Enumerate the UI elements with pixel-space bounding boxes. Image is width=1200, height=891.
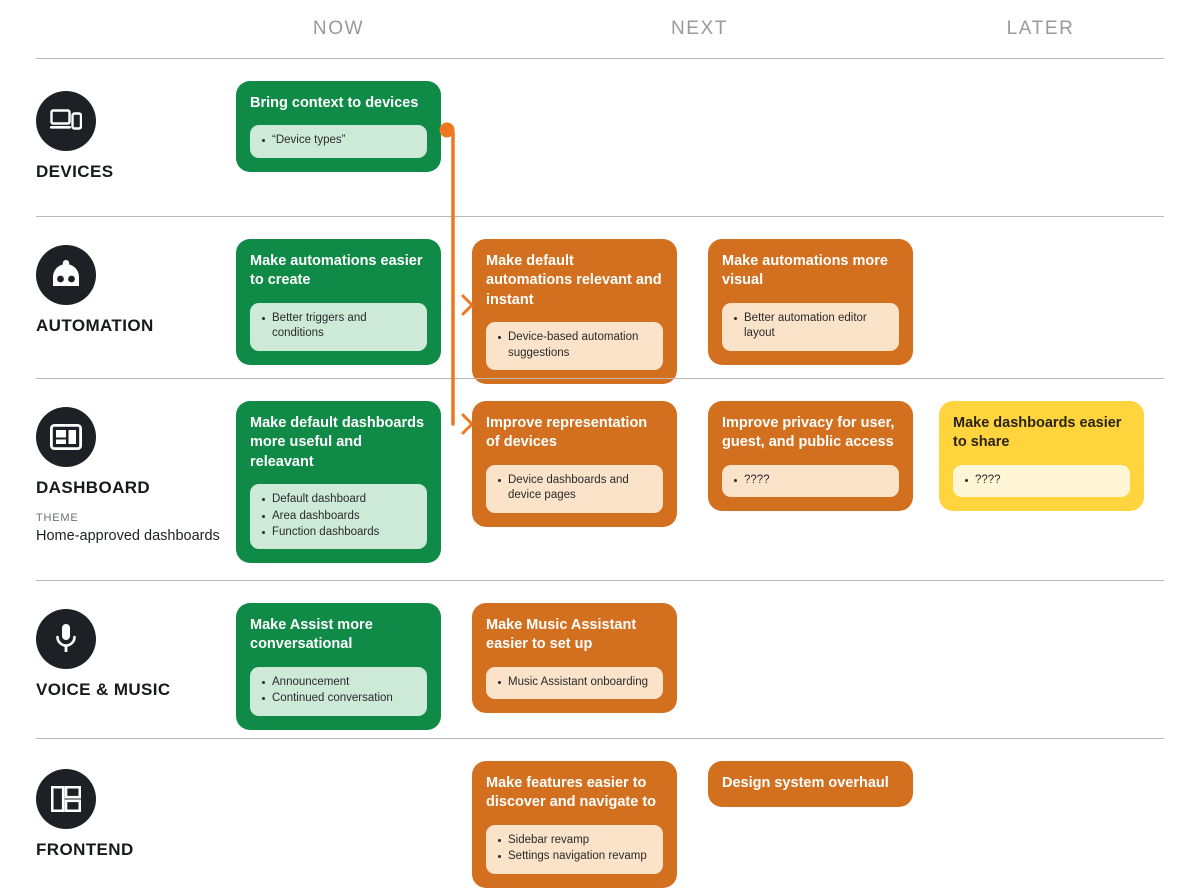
roadmap-card[interactable]: Bring context to devices “Device types” (236, 81, 441, 172)
card-bullet-item: Better triggers and conditions (260, 311, 417, 342)
card-bullet-box: ???? (722, 464, 899, 498)
roadmap-card[interactable]: Make Music Assistant easier to set up Mus… (472, 603, 677, 714)
card-bullet-box: ???? (953, 464, 1130, 498)
row-label-devices: DEVICES (36, 91, 226, 182)
row-label-voice-music: VOICE & MUSIC (36, 609, 226, 700)
column-header-next: NEXT (670, 18, 729, 39)
roadmap-row-voice-music: VOICE & MUSIC Make Assist more conversati… (36, 580, 1164, 738)
card-bullet-box: “Device types” (250, 125, 427, 158)
roadmap-row-devices: DEVICES Bring context to devices “Device t… (36, 58, 1164, 216)
card-bullet-box: Music Assistant onboarding (486, 666, 663, 700)
card-title: Make default dashboards more useful and … (250, 415, 425, 470)
card-title: Make automations easier to create (250, 253, 423, 289)
card-bullet-item: Sidebar revamp (496, 833, 653, 848)
row-inner: FRONTEND Make features easier to discover… (36, 739, 1164, 891)
card-title: Make features easier to discover and nav… (486, 775, 657, 811)
card-bullet-item: Function dashboards (260, 525, 417, 540)
layout-icon (36, 769, 96, 829)
card-bullet-item: Continued conversation (260, 691, 417, 706)
card-bullet-item: ???? (963, 473, 1120, 488)
card-bullet-box: Device-based automation suggestions (486, 322, 663, 371)
card-title: Make Assist more conversational (250, 617, 373, 653)
microphone-icon (36, 609, 96, 669)
column-header-later: LATER (1006, 18, 1075, 39)
roadmap-rows: DEVICES Bring context to devices “Device t… (0, 58, 1200, 891)
row-title: FRONTEND (36, 840, 134, 859)
card-title: Make automations more visual (722, 253, 888, 289)
row-label-frontend: FRONTEND (36, 769, 226, 860)
row-title: DASHBOARD (36, 478, 151, 497)
roadmap-row-frontend: FRONTEND Make features easier to discover… (36, 738, 1164, 891)
row-inner: DASHBOARD THEME Home-approved dashboards Ma… (36, 379, 1164, 580)
card-bullet-item: “Device types” (260, 133, 417, 148)
card-bullet-item: Settings navigation revamp (496, 849, 653, 864)
roadmap-row-automation: AUTOMATION Make automations easier to cre… (36, 216, 1164, 385)
roadmap-card[interactable]: Make default automations relevant and in… (472, 239, 677, 385)
card-bullet-item: ???? (732, 473, 889, 488)
card-title: Improve representation of devices (486, 415, 648, 451)
dashboard-icon (36, 407, 96, 467)
card-bullet-box: Better triggers and conditions (250, 302, 427, 351)
theme-text: Home-approved dashboards (36, 528, 220, 544)
card-bullet-item: Announcement (260, 675, 417, 690)
robot-icon (36, 245, 96, 305)
roadmap-card[interactable]: Design system overhaul (708, 761, 913, 808)
roadmap-card[interactable]: Make features easier to discover and nav… (472, 761, 677, 888)
card-bullet-item: Device-based automation suggestions (496, 330, 653, 361)
row-label-dashboard: DASHBOARD THEME Home-approved dashboards (36, 407, 226, 546)
row-title: VOICE & MUSIC (36, 680, 171, 699)
card-bullet-item: Better automation editor layout (732, 311, 889, 342)
card-title: Improve privacy for user, guest, and pub… (722, 415, 895, 451)
roadmap-card[interactable]: Improve privacy for user, guest, and pub… (708, 401, 913, 512)
card-bullet-item: Default dashboard (260, 492, 417, 507)
card-title: Design system overhaul (722, 775, 889, 791)
card-title: Make Music Assistant easier to set up (486, 617, 637, 653)
card-bullet-box: Device dashboards and device pages (486, 464, 663, 513)
row-title: AUTOMATION (36, 316, 154, 335)
row-title: DEVICES (36, 162, 114, 181)
card-title: Bring context to devices (250, 95, 419, 111)
card-bullet-item: Music Assistant onboarding (496, 675, 653, 690)
row-inner: DEVICES Bring context to devices “Device t… (36, 59, 1164, 216)
roadmap-card[interactable]: Make default dashboards more useful and … (236, 401, 441, 564)
theme-kicker: THEME (36, 512, 79, 524)
card-bullet-item: Device dashboards and device pages (496, 473, 653, 504)
card-title: Make dashboards easier to share (953, 415, 1122, 451)
column-header-bar: NOW NEXT LATER (0, 0, 1200, 58)
row-label-automation: AUTOMATION (36, 245, 226, 336)
card-bullet-box: Better automation editor layout (722, 302, 899, 351)
card-bullet-item: Area dashboards (260, 509, 417, 524)
devices-icon (36, 91, 96, 151)
roadmap-row-dashboard: DASHBOARD THEME Home-approved dashboards Ma… (36, 378, 1164, 580)
row-inner: AUTOMATION Make automations easier to cre… (36, 217, 1164, 385)
row-inner: VOICE & MUSIC Make Assist more conversati… (36, 581, 1164, 738)
roadmap-card[interactable]: Make dashboards easier to share???? (939, 401, 1144, 512)
column-header-now: NOW (312, 18, 365, 39)
card-title: Make default automations relevant and in… (486, 253, 662, 308)
